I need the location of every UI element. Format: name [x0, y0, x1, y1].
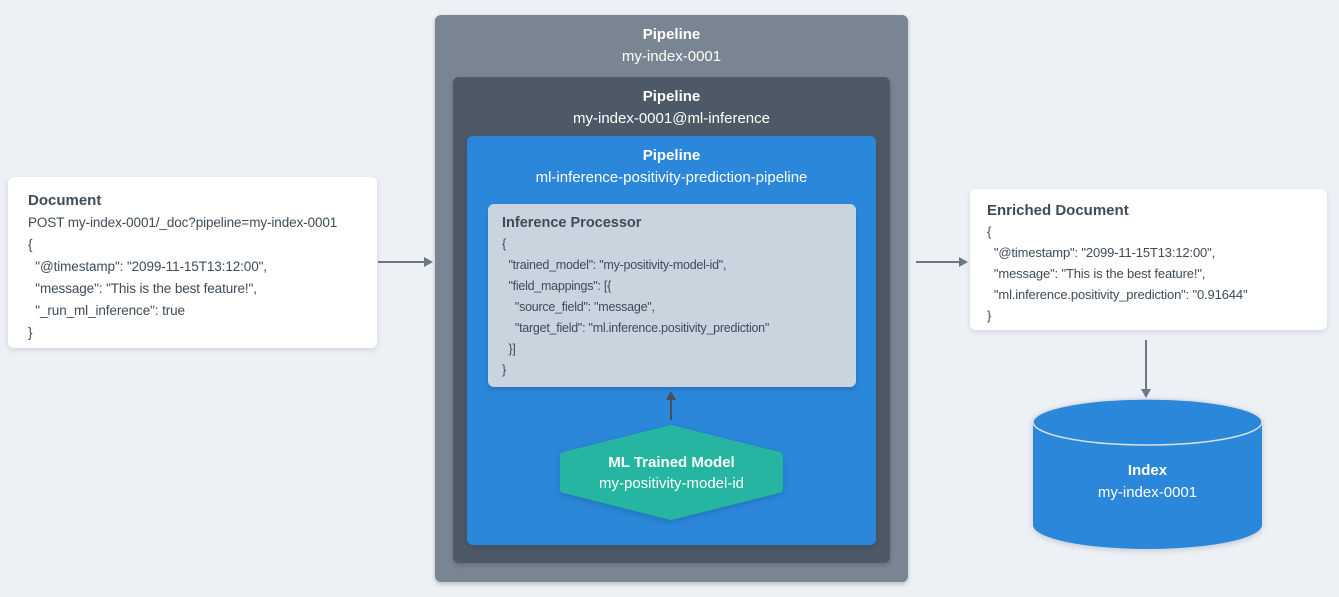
model-to-processor-arrow-icon	[666, 391, 676, 420]
pipeline-outer-name: my-index-0001	[621, 48, 722, 65]
pipeline-inference-name: ml-inference-positivity-prediction-pipel…	[535, 169, 808, 186]
inference-processor-title: Inference Processor	[502, 215, 642, 231]
hexagon-shape-icon	[560, 425, 783, 520]
arrow-head-icon	[666, 391, 676, 400]
cylinder-body-icon	[1033, 422, 1262, 549]
arrow-shaft	[378, 261, 424, 263]
pipeline-box-outer: Pipeline my-index-0001 Pipeline my-index…	[435, 15, 908, 582]
index-label: Index my-index-0001	[1032, 460, 1263, 504]
arrow-shaft	[1145, 340, 1147, 389]
pipeline-outer-header: Pipeline my-index-0001	[435, 15, 908, 68]
code-line: "target_field": "ml.inference.positivity…	[502, 321, 770, 335]
index-title: Index	[1127, 462, 1168, 479]
code-line: "ml.inference.positivity_prediction": "0…	[987, 287, 1248, 302]
document-card: Document POST my-index-0001/_doc?pipelin…	[8, 177, 377, 348]
code-line: POST my-index-0001/_doc?pipeline=my-inde…	[28, 215, 338, 230]
pipeline-box-ml-inference: Pipeline my-index-0001@ml-inference Pipe…	[453, 77, 890, 563]
code-line: }	[502, 363, 506, 377]
doc-to-pipeline-arrow-icon	[378, 257, 433, 267]
code-line: "source_field": "message",	[502, 300, 655, 314]
enriched-document-code: { "@timestamp": "2099-11-15T13:12:00", "…	[987, 221, 1321, 326]
arrow-head-icon	[959, 257, 968, 267]
arrow-shaft	[916, 261, 959, 263]
code-line: }]	[502, 342, 516, 356]
code-line: }	[28, 325, 33, 340]
pipeline-ml-title: Pipeline	[642, 88, 701, 105]
code-line: {	[987, 224, 992, 239]
pipeline-ml-header: Pipeline my-index-0001@ml-inference	[453, 77, 890, 130]
pipeline-inference-header: Pipeline ml-inference-positivity-predict…	[467, 136, 876, 189]
pipeline-outer-title: Pipeline	[642, 26, 701, 43]
index-name: my-index-0001	[1097, 484, 1198, 501]
enriched-document-title: Enriched Document	[987, 202, 1129, 219]
index-cylinder: Index my-index-0001	[1032, 398, 1263, 550]
pipeline-ml-name: my-index-0001@ml-inference	[573, 110, 770, 127]
arrow-head-icon	[424, 257, 433, 267]
inference-processor-box: Inference Processor { "trained_model": "…	[488, 204, 856, 387]
document-card-code: POST my-index-0001/_doc?pipeline=my-inde…	[28, 212, 369, 344]
pipeline-to-enriched-arrow-icon	[916, 257, 968, 267]
code-line: "_run_ml_inference": true	[28, 303, 185, 318]
code-line: {	[28, 237, 33, 252]
cylinder-top-icon	[1032, 398, 1263, 446]
enriched-document-card: Enriched Document { "@timestamp": "2099-…	[970, 189, 1327, 330]
inference-processor-code: { "trained_model": "my-positivity-model-…	[502, 234, 850, 381]
code-line: {	[502, 237, 506, 251]
enriched-to-index-arrow-icon	[1141, 340, 1151, 398]
ml-trained-model-title: ML Trained Model	[608, 453, 735, 471]
code-line: "@timestamp": "2099-11-15T13:12:00",	[28, 259, 267, 274]
code-line: "message": "This is the best feature!",	[28, 281, 257, 296]
code-line: "@timestamp": "2099-11-15T13:12:00",	[987, 245, 1216, 260]
pipeline-inference-title: Pipeline	[642, 147, 701, 164]
code-line: "field_mappings": [{	[502, 279, 611, 293]
ml-trained-model-node: ML Trained Model my-positivity-model-id	[559, 424, 784, 521]
pipeline-box-inference: Pipeline ml-inference-positivity-predict…	[467, 136, 876, 545]
arrow-shaft	[670, 400, 672, 420]
code-line: "message": "This is the best feature!",	[987, 266, 1206, 281]
ml-trained-model-label: ML Trained Model my-positivity-model-id	[559, 424, 784, 521]
code-line: }	[987, 308, 992, 323]
arrow-head-icon	[1141, 389, 1151, 398]
code-line: "trained_model": "my-positivity-model-id…	[502, 258, 727, 272]
ml-trained-model-name: my-positivity-model-id	[598, 474, 745, 492]
document-card-title: Document	[28, 192, 102, 209]
